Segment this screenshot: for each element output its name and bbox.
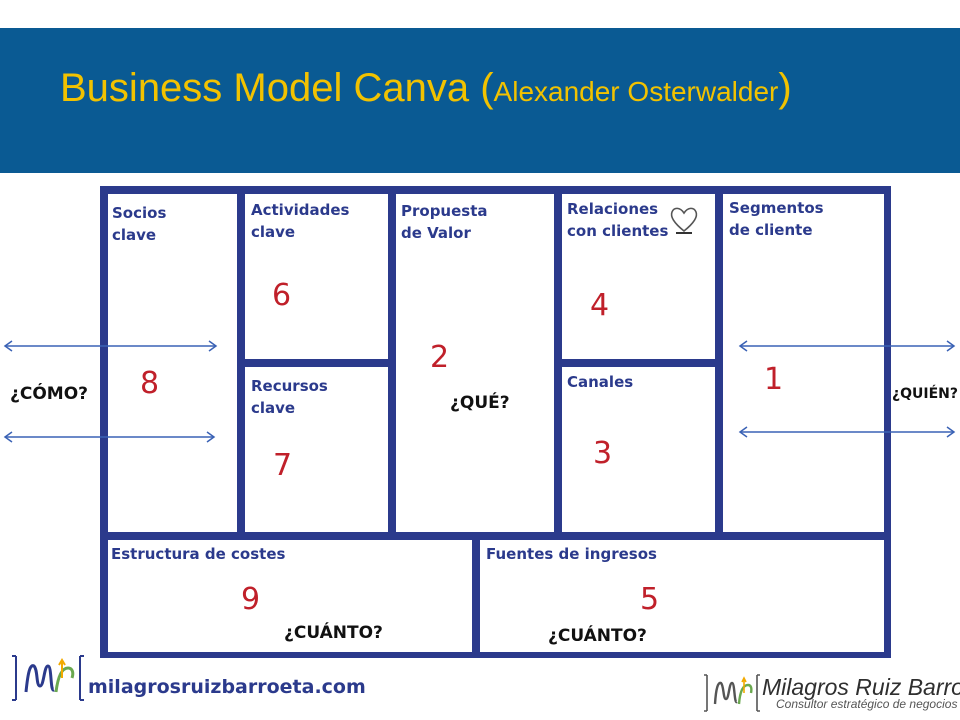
brand-name: Milagros Ruiz Barroeta xyxy=(762,674,960,700)
block-actividades-clave xyxy=(241,190,392,363)
label-canales: Canales xyxy=(567,373,634,391)
double-arrow-right-top xyxy=(738,340,956,352)
title-subtitle: Alexander Osterwalder xyxy=(493,76,779,107)
block-socios-clave xyxy=(104,190,241,536)
label-estructura-de-costes: Estructura de costes xyxy=(111,545,286,563)
label-segmentos-de-cliente: Segmentos de cliente xyxy=(729,199,824,239)
number-estructura-de-costes: 9 xyxy=(241,582,261,617)
label-propuesta-de-valor: Propuesta de Valor xyxy=(401,202,488,242)
block-recursos-clave xyxy=(241,363,392,536)
number-actividades-clave: 6 xyxy=(272,278,292,313)
double-arrow-right-bottom xyxy=(738,426,956,438)
label-fuentes-de-ingresos: Fuentes de ingresos xyxy=(486,545,657,563)
block-estructura-de-costes xyxy=(104,536,476,656)
number-canales: 3 xyxy=(593,436,613,471)
title-close: ) xyxy=(778,66,792,110)
title-main: Business Model Canva ( xyxy=(60,66,494,110)
mr-logo-icon-right xyxy=(704,674,760,712)
number-recursos-clave: 7 xyxy=(273,448,293,483)
block-relaciones-con-clientes xyxy=(558,190,719,363)
question-cuanto-costes: ¿CUÁNTO? xyxy=(284,623,383,643)
number-socios-clave: 8 xyxy=(140,366,160,401)
header-banner xyxy=(0,28,960,173)
number-fuentes-de-ingresos: 5 xyxy=(640,582,660,617)
business-model-canvas xyxy=(100,186,891,658)
question-cuanto-ingresos: ¿CUÁNTO? xyxy=(548,626,647,646)
heart-icon xyxy=(670,207,698,234)
block-fuentes-de-ingresos xyxy=(476,536,888,656)
footer-website-url[interactable]: milagrosruizbarroeta.com xyxy=(88,676,366,698)
number-segmentos-de-cliente: 1 xyxy=(764,362,784,397)
block-canales xyxy=(558,363,719,536)
page-title: Business Model Canva (Alexander Osterwal… xyxy=(60,66,792,111)
label-socios-clave: Socios clave xyxy=(112,204,167,244)
label-recursos-clave: Recursos clave xyxy=(251,377,328,417)
double-arrow-left-top xyxy=(3,340,218,352)
number-propuesta-de-valor: 2 xyxy=(430,340,450,375)
block-segmentos-de-cliente xyxy=(719,190,888,536)
label-actividades-clave: Actividades clave xyxy=(251,201,350,241)
brand-tagline: Consultor estratégico de negocios xyxy=(776,697,958,711)
number-relaciones-con-clientes: 4 xyxy=(590,288,610,323)
question-como: ¿CÓMO? xyxy=(10,384,89,404)
question-que: ¿QUÉ? xyxy=(450,393,510,413)
double-arrow-left-bottom xyxy=(3,431,216,443)
mr-logo-icon-left xyxy=(12,655,84,701)
block-propuesta-de-valor xyxy=(392,190,558,536)
question-quien: ¿QUIÉN? xyxy=(892,386,959,402)
label-relaciones-con-clientes: Relaciones con clientes xyxy=(567,200,669,240)
